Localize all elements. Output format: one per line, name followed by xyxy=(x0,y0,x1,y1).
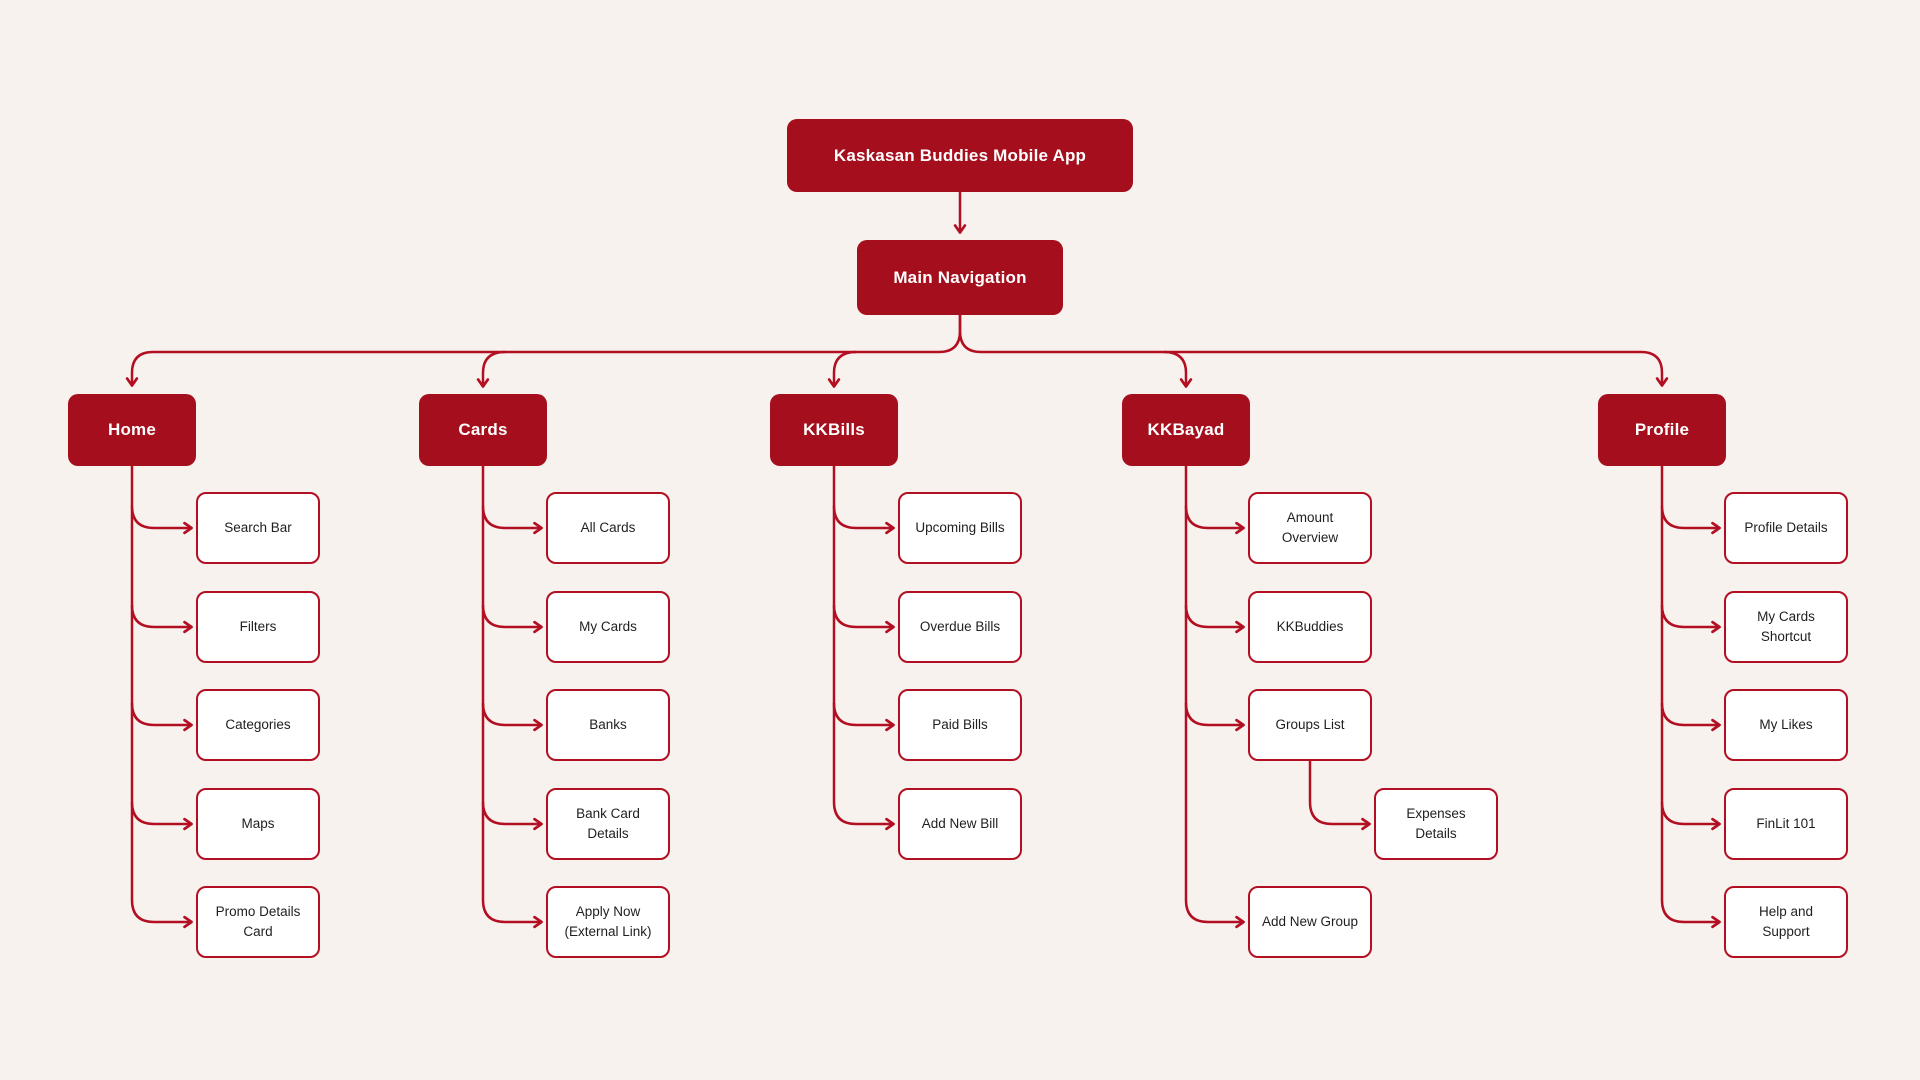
elbow-profile-help-and-support xyxy=(1660,899,1721,929)
node-my-likes: My Likes xyxy=(1724,689,1848,761)
node-bank-card-details: Bank Card Details xyxy=(546,788,670,860)
node-kkbuddies-label: KKBuddies xyxy=(1276,619,1344,635)
node-kkbills-label: KKBills xyxy=(803,420,865,439)
elbow-home-categories xyxy=(130,702,193,732)
node-help-and-support-label: Help and Support xyxy=(1758,904,1814,939)
node-filters: Filters xyxy=(196,591,320,663)
elbow-profile-my-likes xyxy=(1660,702,1721,732)
node-kkbuddies: KKBuddies xyxy=(1248,591,1372,663)
node-filters-label: Filters xyxy=(239,619,277,635)
node-cards: Cards xyxy=(419,394,547,466)
elbow-kkbills-add-new-bill xyxy=(832,801,895,831)
node-home-label: Home xyxy=(107,420,157,439)
connector-groups-list-to-expenses-details xyxy=(1308,761,1371,831)
connector-rail-left-to-home xyxy=(125,315,962,387)
node-add-new-group: Add New Group xyxy=(1248,886,1372,958)
connector-rail-to-kkbills xyxy=(827,350,857,388)
node-paid-bills-label: Paid Bills xyxy=(932,717,988,733)
node-add-new-group-label: Add New Group xyxy=(1261,914,1359,930)
node-expenses-details-label: Expenses Details xyxy=(1406,806,1466,841)
node-expenses-details: Expenses Details xyxy=(1374,788,1498,860)
elbow-kkbayad-groups-list xyxy=(1184,702,1245,732)
elbow-kkbills-upcoming-bills xyxy=(832,505,895,535)
elbow-profile-my-cards-shortcut xyxy=(1660,604,1721,634)
node-all-cards: All Cards xyxy=(546,492,670,564)
node-my-cards: My Cards xyxy=(546,591,670,663)
node-search-bar: Search Bar xyxy=(196,492,320,564)
node-profile-details: Profile Details xyxy=(1724,492,1848,564)
elbow-kkbayad-add-new-group xyxy=(1184,899,1245,929)
elbow-cards-banks xyxy=(481,702,543,732)
node-search-bar-label: Search Bar xyxy=(224,520,292,536)
node-main-navigation: Main Navigation xyxy=(857,240,1063,315)
elbow-home-maps xyxy=(130,801,193,831)
node-paid-bills: Paid Bills xyxy=(898,689,1022,761)
node-profile-label: Profile xyxy=(1634,420,1690,439)
node-banks: Banks xyxy=(546,689,670,761)
node-cards-label: Cards xyxy=(458,420,508,439)
node-add-new-bill: Add New Bill xyxy=(898,788,1022,860)
elbow-kkbayad-amount-overview xyxy=(1184,505,1245,535)
node-profile: Profile xyxy=(1598,394,1726,466)
elbow-kkbills-overdue-bills xyxy=(832,604,895,634)
node-kkbayad: KKBayad xyxy=(1122,394,1250,466)
node-banks-label: Banks xyxy=(589,717,627,733)
node-groups-list: Groups List xyxy=(1248,689,1372,761)
node-apply-now-external-link-label: Apply Now (External Link) xyxy=(564,904,652,939)
node-apply-now-external-link: Apply Now (External Link) xyxy=(546,886,670,958)
elbow-cards-bank-card-details xyxy=(481,801,543,831)
node-my-cards-shortcut: My Cards Shortcut xyxy=(1724,591,1848,663)
elbow-kkbills-paid-bills xyxy=(832,702,895,732)
node-finlit-101-label: FinLit 101 xyxy=(1756,816,1816,832)
node-maps: Maps xyxy=(196,788,320,860)
node-overdue-bills: Overdue Bills xyxy=(898,591,1022,663)
elbow-profile-finlit-101 xyxy=(1660,801,1721,831)
node-my-likes-label: My Likes xyxy=(1759,717,1813,733)
node-my-cards-label: My Cards xyxy=(579,619,637,635)
node-maps-label: Maps xyxy=(241,816,275,832)
connector-rail-right-to-profile xyxy=(958,315,1669,387)
node-main-navigation-label: Main Navigation xyxy=(893,267,1027,287)
node-overdue-bills-label: Overdue Bills xyxy=(919,619,1001,635)
node-my-cards-shortcut-label: My Cards Shortcut xyxy=(1757,609,1815,644)
elbow-profile-profile-details xyxy=(1660,505,1721,535)
node-root-label: Kaskasan Buddies Mobile App xyxy=(833,145,1087,165)
node-help-and-support: Help and Support xyxy=(1724,886,1848,958)
node-root: Kaskasan Buddies Mobile App xyxy=(787,119,1133,192)
node-amount-overview: Amount Overview xyxy=(1248,492,1372,564)
node-profile-details-label: Profile Details xyxy=(1744,520,1828,536)
node-home: Home xyxy=(68,394,196,466)
node-promo-details-card: Promo Details Card xyxy=(196,886,320,958)
node-add-new-bill-label: Add New Bill xyxy=(921,816,999,832)
connector-rail-to-kkbayad xyxy=(1163,350,1193,388)
elbow-home-search-bar xyxy=(130,505,193,535)
node-upcoming-bills-label: Upcoming Bills xyxy=(915,520,1005,536)
node-promo-details-card-label: Promo Details Card xyxy=(215,904,301,939)
node-categories-label: Categories xyxy=(225,717,291,733)
node-kkbills: KKBills xyxy=(770,394,898,466)
elbow-cards-apply-now xyxy=(481,899,543,929)
node-kkbayad-label: KKBayad xyxy=(1147,420,1225,439)
node-categories: Categories xyxy=(196,689,320,761)
elbow-home-promo-details-card xyxy=(130,899,193,929)
elbow-cards-all-cards xyxy=(481,505,543,535)
node-upcoming-bills: Upcoming Bills xyxy=(898,492,1022,564)
node-finlit-101: FinLit 101 xyxy=(1724,788,1848,860)
node-bank-card-details-label: Bank Card Details xyxy=(576,806,640,841)
elbow-kkbayad-kkbuddies xyxy=(1184,604,1245,634)
node-groups-list-label: Groups List xyxy=(1275,717,1345,733)
elbow-cards-my-cards xyxy=(481,604,543,634)
node-amount-overview-label: Amount Overview xyxy=(1281,510,1339,545)
elbow-home-filters xyxy=(130,604,193,634)
connector-rail-to-cards xyxy=(476,350,506,388)
node-all-cards-label: All Cards xyxy=(580,520,636,536)
